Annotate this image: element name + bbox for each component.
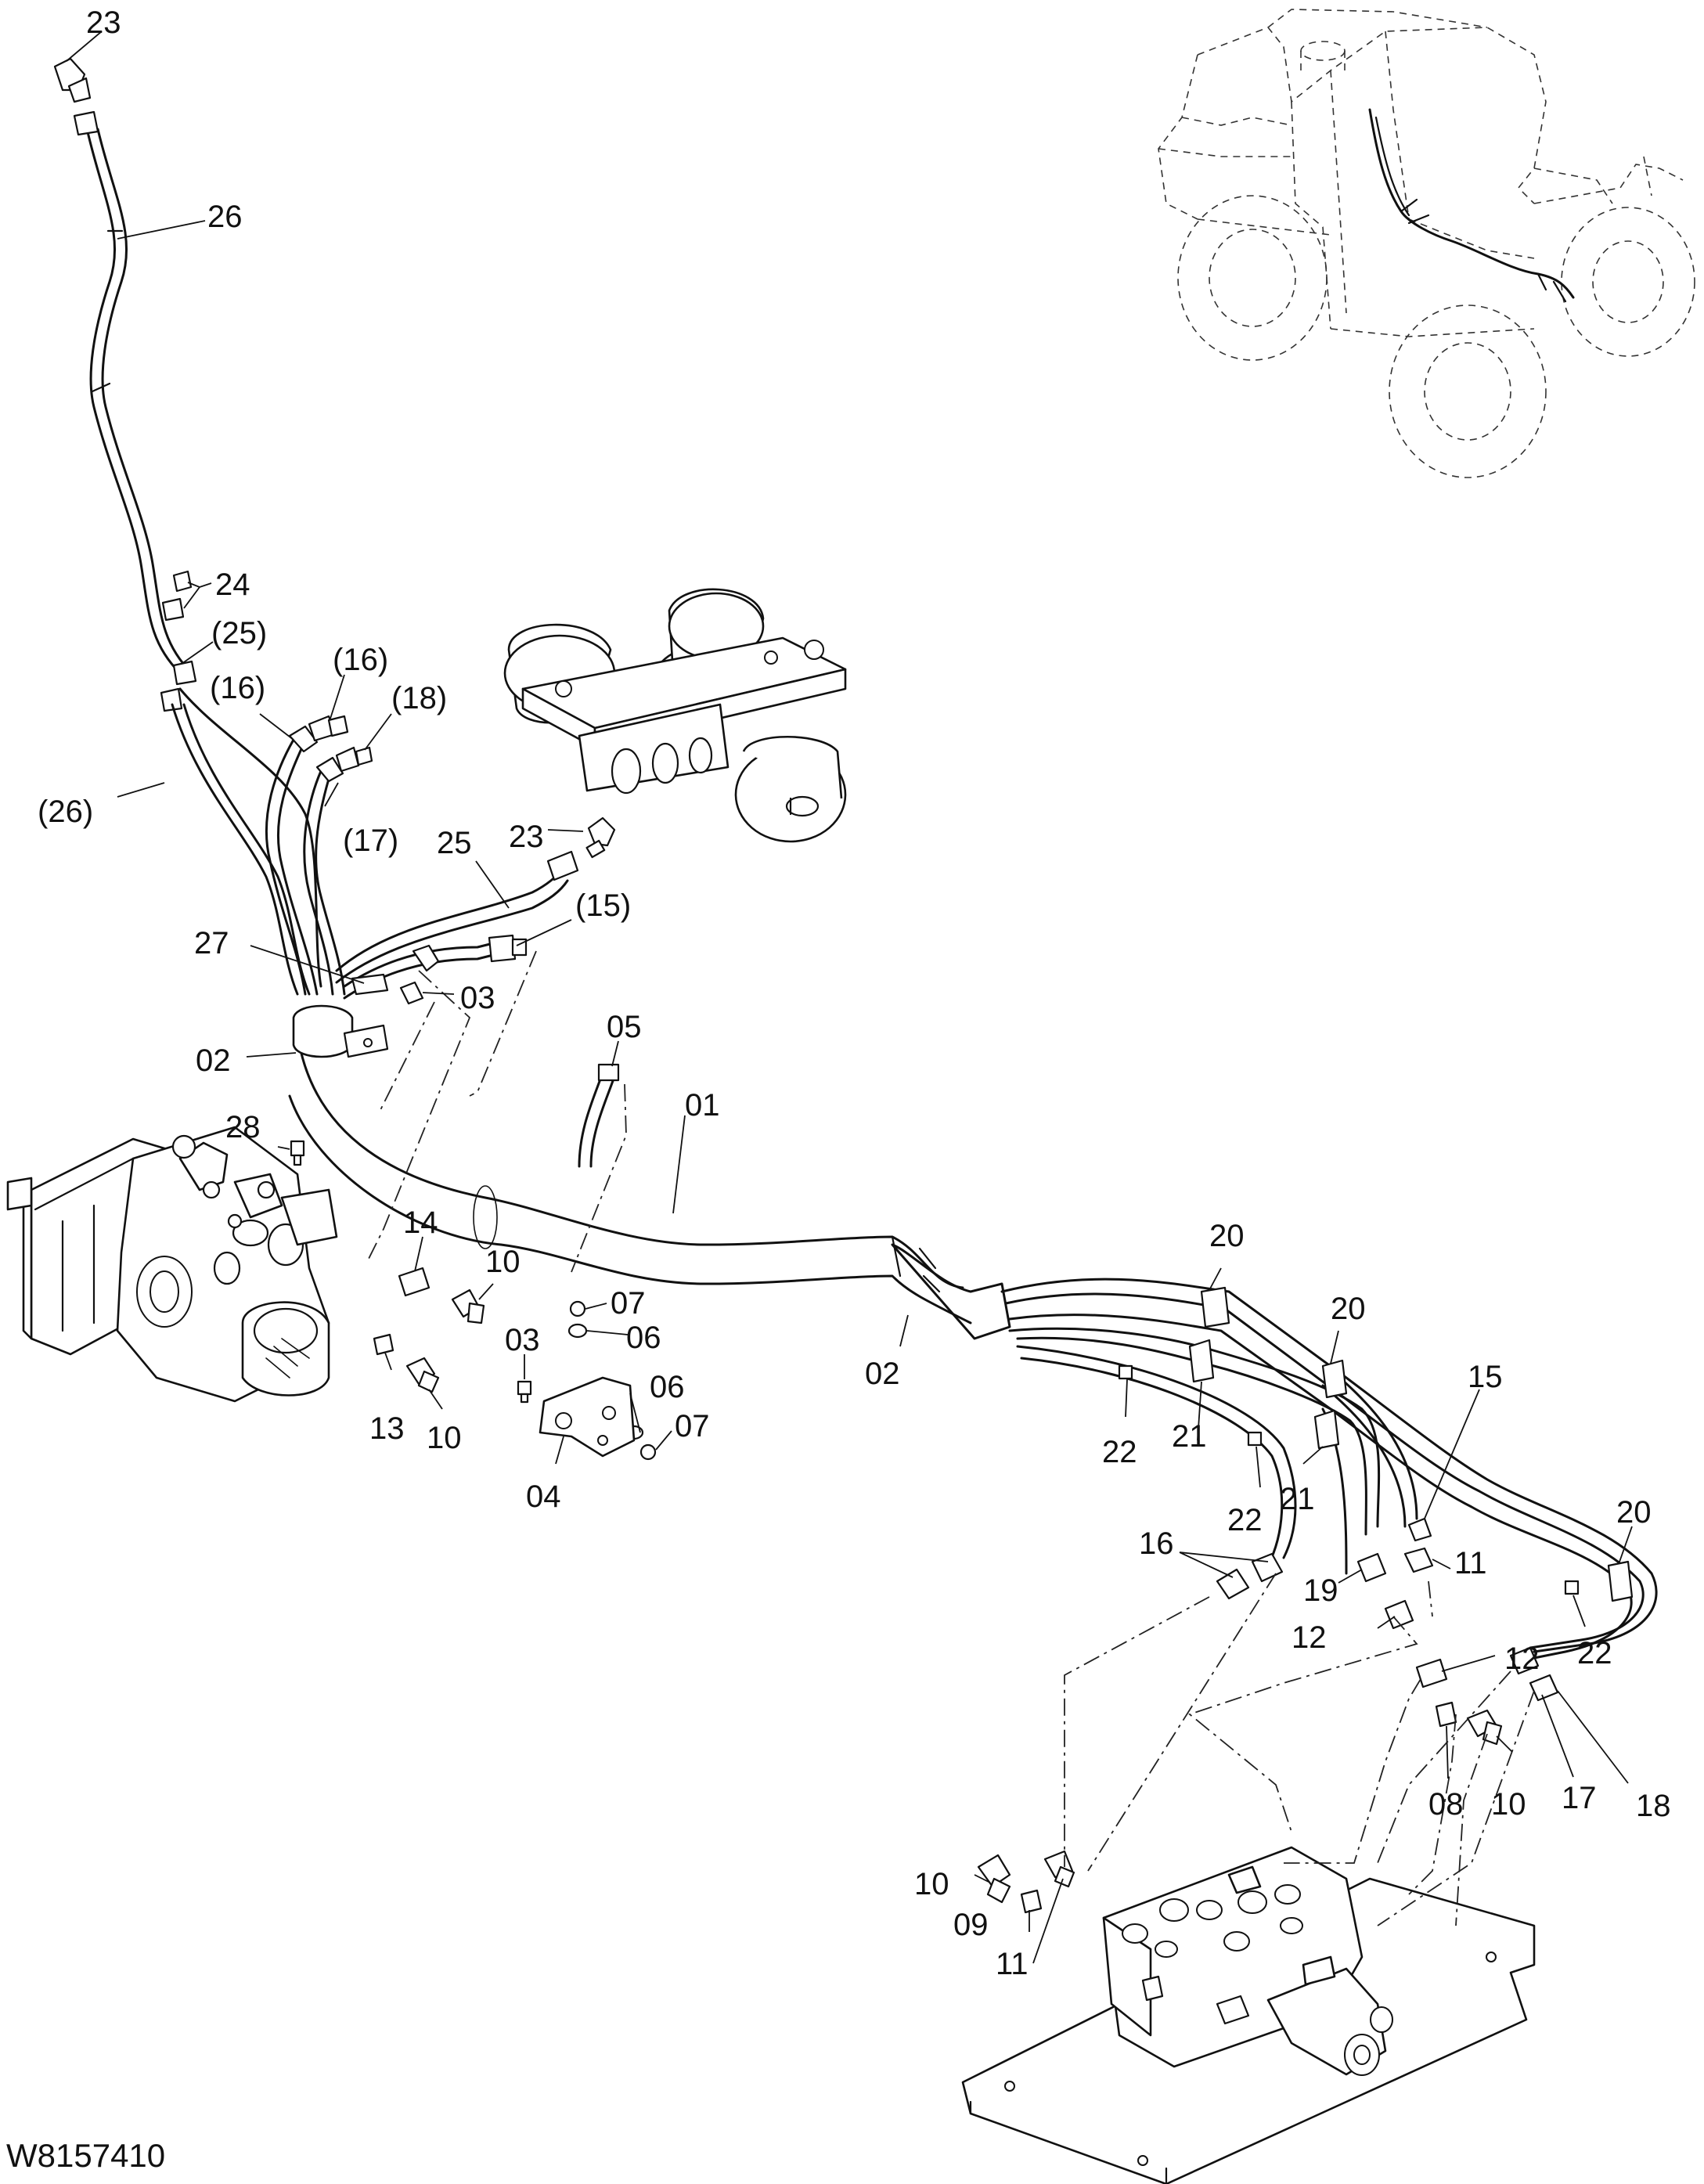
part-labels: 23 26 24 (25) (16) (16) (18) (26) (17) 2…	[38, 5, 1671, 1981]
label-25: 25	[437, 826, 472, 860]
label-04: 04	[526, 1479, 561, 1514]
main-hose-bundle	[288, 1032, 1011, 1340]
label-03-upper: 03	[460, 981, 495, 1015]
hydraulic-pump	[6, 1126, 338, 1403]
label-22-second: 22	[1227, 1503, 1263, 1537]
label-07-upper: 07	[611, 1286, 646, 1321]
label-20-third: 20	[1616, 1495, 1652, 1530]
label-09: 09	[953, 1908, 989, 1942]
label-01: 01	[685, 1088, 720, 1123]
label-20-first: 20	[1209, 1219, 1245, 1253]
label-02-left: 02	[196, 1043, 231, 1078]
label-07-lower: 07	[675, 1409, 710, 1443]
accumulator-assembly	[503, 588, 847, 859]
label-17: 17	[1562, 1781, 1597, 1815]
label-21-first: 21	[1172, 1419, 1207, 1454]
label-05: 05	[607, 1010, 642, 1044]
label-15-ref: (15)	[575, 888, 631, 923]
label-10-middle: 10	[485, 1245, 521, 1279]
leader-lines	[66, 31, 1633, 1964]
label-10-lower-right: 10	[914, 1867, 949, 1901]
label-17-ref: (17)	[343, 824, 398, 858]
label-20-second: 20	[1331, 1292, 1366, 1326]
label-02-right: 02	[865, 1357, 900, 1391]
label-06-lower: 06	[650, 1370, 685, 1404]
label-18-ref: (18)	[391, 681, 447, 715]
label-26: 26	[207, 200, 243, 234]
label-14: 14	[403, 1206, 438, 1240]
label-16: 16	[1139, 1526, 1174, 1561]
label-22-first: 22	[1102, 1435, 1137, 1469]
right-hose-group	[1000, 1278, 1658, 1746]
label-23-accumulator: 23	[509, 820, 544, 854]
label-12-right: 12	[1504, 1642, 1540, 1676]
label-10-right: 10	[1491, 1787, 1526, 1822]
label-12-upper: 12	[1292, 1620, 1327, 1655]
label-16-ref-left: (16)	[210, 671, 265, 705]
label-11-lower: 11	[996, 1947, 1029, 1981]
label-16-ref-right: (16)	[333, 643, 388, 677]
drawing-code: W8157410	[6, 2137, 165, 2174]
label-11-upper: 11	[1454, 1546, 1487, 1580]
label-27: 27	[194, 926, 229, 960]
label-13: 13	[369, 1411, 405, 1446]
label-15: 15	[1468, 1360, 1503, 1394]
label-03-lower: 03	[505, 1323, 540, 1357]
label-24: 24	[215, 568, 250, 602]
label-26-ref: (26)	[38, 795, 93, 829]
machine-locator-view	[1158, 9, 1695, 478]
label-21-second: 21	[1280, 1482, 1315, 1516]
label-22-third: 22	[1577, 1636, 1612, 1670]
upper-left-hoses	[53, 57, 579, 1058]
label-08: 08	[1428, 1787, 1464, 1822]
label-06-upper: 06	[626, 1321, 661, 1355]
label-18: 18	[1636, 1789, 1671, 1823]
loose-fittings-middle	[373, 1063, 657, 1461]
label-25-ref: (25)	[211, 616, 267, 651]
label-19: 19	[1303, 1573, 1338, 1608]
control-valve-assembly	[961, 1846, 1536, 2184]
label-28: 28	[225, 1110, 261, 1144]
label-23-top: 23	[86, 5, 121, 40]
label-10-lower-left: 10	[427, 1421, 462, 1455]
